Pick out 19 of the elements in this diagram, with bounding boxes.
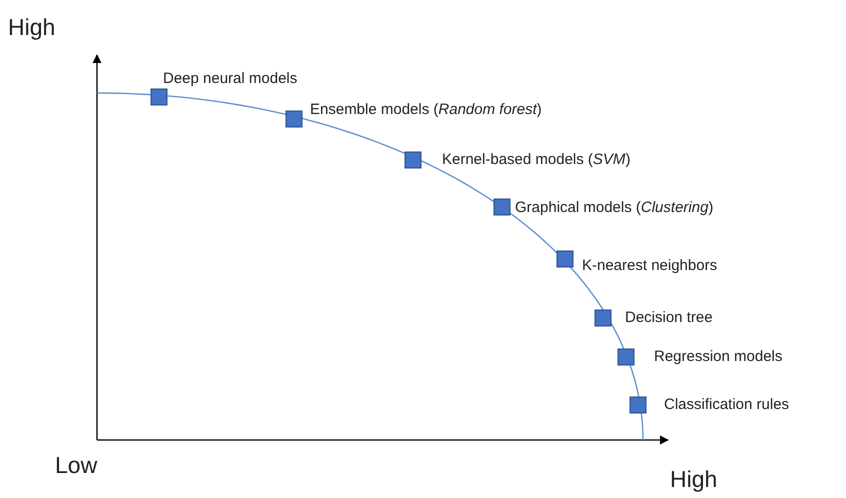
square-marker (630, 396, 646, 414)
model-label: Kernel-based models (SVM) (442, 151, 630, 168)
model-label: Deep neural models (163, 70, 298, 87)
square-marker (494, 198, 510, 216)
square-marker (404, 152, 422, 168)
axis-level-label: High (8, 14, 56, 41)
model-label: K-nearest neighbors (582, 257, 718, 274)
model-label: Decision tree (625, 309, 713, 326)
axis-level-label: High (670, 466, 718, 493)
model-label: Graphical models (Clustering) (515, 199, 714, 216)
square-marker (618, 348, 634, 366)
model-label: Regression models (654, 348, 782, 365)
model-label: Ensemble models (Random forest) (310, 101, 542, 118)
square-marker (594, 310, 612, 326)
model-label: Classification rules (664, 396, 790, 413)
square-marker (150, 88, 168, 106)
square-marker (286, 110, 302, 128)
square-marker (556, 250, 574, 268)
axis-level-label: Low (55, 452, 98, 479)
